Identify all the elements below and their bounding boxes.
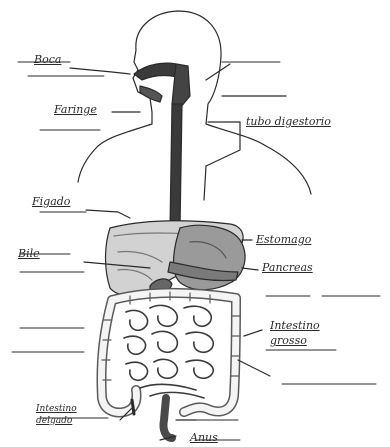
label-bile: Bile: [18, 248, 40, 259]
label-figado: Figado: [32, 196, 70, 207]
label-boca: Boca: [34, 54, 61, 65]
label-anus: Anus: [190, 432, 218, 443]
label-faringe: Faringe: [54, 104, 97, 115]
lips: [140, 86, 162, 102]
rectum: [163, 398, 172, 438]
small-intestine: [124, 305, 213, 398]
label-pancreas: Pancreas: [262, 262, 313, 273]
label-intestino-grosso: Intestino grosso: [270, 318, 332, 349]
shoulder-outline: [78, 112, 152, 182]
esophagus: [170, 104, 182, 228]
label-intestino-delgado: Intestino delgado: [36, 404, 102, 427]
label-estomago: Estomago: [256, 234, 311, 245]
label-tubo-digestorio: tubo digestorio: [246, 116, 331, 127]
